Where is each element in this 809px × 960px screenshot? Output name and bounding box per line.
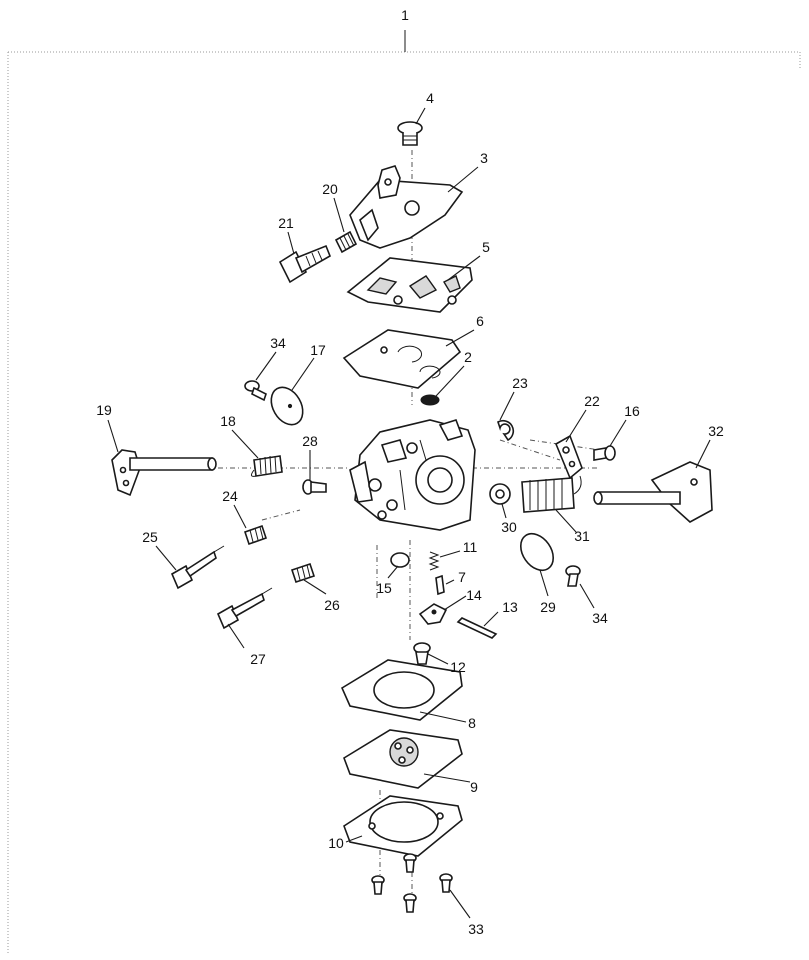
callout-15: 15: [376, 580, 392, 596]
callout-4: 4: [426, 90, 434, 106]
needle-screw-part-25: [170, 545, 225, 590]
gasket-part-5: [346, 257, 473, 313]
leader-lines: [107, 107, 711, 919]
assembly-frame: [7, 30, 801, 955]
callout-11: 11: [463, 539, 478, 555]
screw-part-34-lower: [565, 565, 581, 587]
callout-23: 23: [512, 375, 528, 391]
welch-plug-part-15: [390, 552, 410, 568]
callout-33: 33: [468, 921, 484, 937]
diaphragm-part-6: [342, 329, 462, 389]
callout-28: 28: [302, 433, 318, 449]
screw-part-28: [302, 479, 327, 495]
cover-part-10: [343, 795, 463, 857]
callout-labels: 1 4 3 20 21 5 6 34 17 2 23 19 22 16 18 3…: [96, 7, 724, 937]
screw-part-34-upper: [244, 380, 267, 402]
callout-8: 8: [468, 715, 476, 731]
callout-29: 29: [540, 599, 556, 615]
callout-3: 3: [480, 150, 488, 166]
callout-25: 25: [142, 529, 158, 545]
callout-31: 31: [574, 528, 590, 544]
callout-34-upper: 34: [270, 335, 286, 351]
carburetor-body: [349, 419, 476, 531]
callout-32: 32: [708, 423, 724, 439]
throttle-lever-part-22: [554, 434, 583, 480]
washer-part-30: [489, 483, 511, 505]
callout-22: 22: [584, 393, 600, 409]
gasket-part-8: [340, 659, 463, 721]
callout-27: 27: [250, 651, 266, 667]
throttle-shaft-part-32: [593, 461, 713, 523]
pump-cover-part-3: [349, 165, 464, 249]
screw-part-4: [397, 121, 423, 146]
callout-34-lower: 34: [592, 610, 608, 626]
e-clip-part-23: [497, 419, 515, 442]
callout-24: 24: [222, 488, 238, 504]
callout-12: 12: [450, 659, 466, 675]
callout-13: 13: [502, 599, 518, 615]
metering-lever-part-14: [418, 603, 448, 625]
callout-21: 21: [278, 215, 294, 231]
callout-1: 1: [401, 7, 409, 23]
callout-6: 6: [476, 313, 484, 329]
spring-part-26: [290, 562, 316, 584]
screws-part-33: [371, 853, 453, 913]
callout-26: 26: [324, 597, 340, 613]
spring-part-24: [243, 524, 268, 546]
callout-7: 7: [458, 569, 466, 585]
callout-18: 18: [220, 413, 236, 429]
callout-5: 5: [482, 239, 490, 255]
throttle-plate-part-29: [519, 532, 555, 572]
callout-20: 20: [322, 181, 338, 197]
callout-16: 16: [624, 403, 640, 419]
screw-part-21: [278, 244, 332, 284]
screw-part-16: [593, 445, 616, 461]
needle-valve-part-7: [435, 574, 445, 596]
spring-part-11: [428, 551, 440, 571]
choke-shaft-part-19: [111, 449, 217, 497]
callout-10: 10: [328, 835, 344, 851]
spring-part-18: [250, 455, 283, 477]
callout-14: 14: [466, 587, 482, 603]
diaphragm-part-9: [343, 729, 463, 789]
choke-plate-part-17: [270, 386, 304, 426]
screw-part-12: [413, 642, 431, 665]
needle-screw-part-27: [216, 587, 273, 630]
plug-part-2: [420, 394, 440, 406]
callout-2: 2: [464, 349, 472, 365]
pin-part-13: [456, 617, 498, 639]
callout-19: 19: [96, 402, 112, 418]
callout-30: 30: [501, 519, 517, 535]
callout-9: 9: [470, 779, 478, 795]
return-spring-part-31: [521, 475, 582, 513]
callout-17: 17: [310, 342, 326, 358]
spring-part-20: [334, 230, 358, 254]
